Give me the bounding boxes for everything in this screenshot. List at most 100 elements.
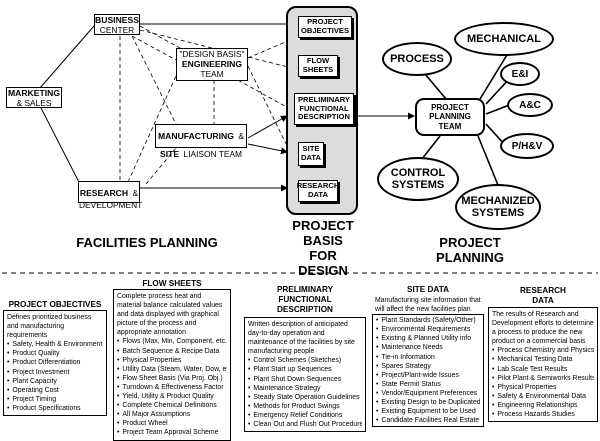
site-data-heading: SITE DATA (407, 285, 449, 294)
list-item: Existing & Planned Utility info (376, 334, 480, 343)
list-item: Process Chemistry and Physics (492, 346, 594, 355)
flow-sheets-item: FLOW SHEETS (298, 55, 338, 77)
design-basis-label: "DESIGN BASIS" (179, 49, 245, 59)
site-data-column: SITE DATA Manufacturing site information… (372, 285, 484, 428)
project-planning-title: PROJECT PLANNING (436, 235, 504, 265)
list-item: Control Schemes (Sketches) (248, 356, 362, 365)
flow-sheets-column: FLOW SHEETS Complete process heat and ma… (113, 279, 231, 441)
site-label: SITE (159, 149, 180, 160)
ei-node: E&I (500, 62, 540, 86)
facilities-planning-title: FACILITIES PLANNING (76, 235, 218, 250)
list-item: Pilot Plant & Semiworks Results (492, 374, 594, 383)
research-data-column: RESEARCH DATA The results of Research an… (488, 286, 598, 423)
marketing-label: MARKETING (7, 88, 61, 98)
project-objectives-description: Defines prioritized business and manufac… (7, 314, 92, 340)
flow-sheets-detail: Complete process heat and material balan… (113, 289, 231, 441)
research-label: RESEARCH (79, 188, 129, 198)
list-item: Flow Sheet Basis (Via Proj. Obj.) (117, 374, 227, 383)
amp-label: & (238, 131, 244, 141)
list-item: Clean Out and Flush Out Procedures (248, 420, 362, 429)
research-development-box: RESEARCH & DEVELOPMENT (78, 181, 142, 210)
functional-description-column: PRELIMINARY FUNCTIONAL DESCRIPTION Writt… (244, 285, 366, 433)
list-item: Safety & Environmental Data (492, 392, 594, 401)
list-item: Plant Standards (Safety/Other) (376, 316, 480, 325)
list-item: Process Hazards Studies (492, 410, 594, 419)
list-item: Environmental Requirements (376, 325, 480, 334)
list-item: Turndown & Effectiveness Factor (117, 383, 227, 392)
project-objectives-heading: PROJECT OBJECTIVES (8, 300, 102, 309)
list-item: Physical Properties (492, 383, 594, 392)
list-item: Plant Start up Sequences (248, 365, 362, 374)
list-item: Engineering Relationships (492, 401, 594, 410)
list-item: Tie-in Information (376, 353, 480, 362)
project-objectives-column: PROJECT OBJECTIVES Defines prioritized b… (3, 300, 107, 417)
research-data-detail: The results of Research and Development … (488, 307, 598, 423)
functional-description-text: Written description of anticipated day-t… (248, 321, 355, 356)
list-item: Lab Scale Test Results (492, 365, 594, 374)
list-item: Project Investment (7, 368, 103, 377)
phv-node: P/H&V (500, 133, 554, 159)
engineering-team-box: "DESIGN BASIS" ENGINEERING TEAM (176, 48, 248, 81)
functional-description-detail: Written description of anticipated day-t… (244, 317, 366, 433)
list-item: Candidate Facilities Real Estate (376, 416, 480, 425)
list-item: Emergency Relief Conditions (248, 411, 362, 420)
list-item: Steady State Operation Guidelines (248, 393, 362, 402)
liaison-team-label: LIAISON TEAM (183, 149, 243, 160)
list-item: Batch Sequence & Recipe Data (117, 347, 227, 356)
team-label: TEAM (200, 68, 224, 79)
research-data-heading: RESEARCH DATA (520, 286, 566, 305)
list-item: Methods for Product Swings (248, 402, 362, 411)
development-label: DEVELOPMENT (79, 200, 143, 211)
research-amp-label: & (132, 188, 139, 198)
business-label: BUSINESS (95, 15, 139, 25)
list-item: Physical Properties (117, 356, 227, 365)
project-objectives-item: PROJECT OBJECTIVES (298, 16, 352, 38)
project-objectives-detail: Defines prioritized business and manufac… (3, 310, 107, 417)
list-item: Product Specifications (7, 404, 103, 413)
manufacturing-label: MANUFACTURING (158, 131, 234, 141)
functional-description-heading: PRELIMINARY FUNCTIONAL DESCRIPTION (276, 285, 334, 314)
list-item: Project Team Approval Scheme (117, 428, 227, 437)
site-data-description: Manufacturing site information that will… (375, 297, 481, 314)
list-item: Maintenance Strategy (248, 384, 362, 393)
site-data-detail: Manufacturing site information that will… (372, 296, 484, 428)
list-item: Maintenance Needs (376, 343, 480, 352)
list-item: Flows (Max, Min, Component, etc.) (117, 337, 227, 346)
site-data-item: SITE DATA (298, 142, 324, 166)
sales-label: & SALES (16, 97, 52, 108)
list-item: Plant Capacity (7, 377, 103, 386)
project-planning-team-box: PROJECT PLANNING TEAM (415, 98, 485, 136)
preliminary-functional-description-item: PRELIMINARY FUNCTIONAL DESCRIPTION (294, 93, 354, 125)
engineering-label: ENGINEERING (181, 58, 243, 69)
control-systems-node: CONTROL SYSTEMS (377, 157, 459, 201)
list-item: State Permit Status (376, 380, 480, 389)
list-item: Operating Cost (7, 386, 103, 395)
list-item: Project Timing (7, 395, 103, 404)
list-item: Existing Design to be Duplicated (376, 398, 480, 407)
marketing-sales-box: MARKETING & SALES (6, 87, 62, 108)
business-center-box: BUSINESS CENTER (94, 14, 140, 35)
list-item: Product Quality (7, 349, 103, 358)
list-item: Plant Shut Down Sequences (248, 375, 362, 384)
center-label: CENTER (99, 24, 135, 35)
flow-sheets-heading: FLOW SHEETS (142, 279, 202, 288)
list-item: Spares Strategy (376, 362, 480, 371)
research-data-item: RESEARCH DATA (297, 180, 339, 202)
manufacturing-site-box: MANUFACTURING & SITE LIAISON TEAM (155, 124, 247, 159)
process-node: PROCESS (382, 42, 452, 76)
list-item: Utility Data (Steam, Water, Dow, etc.) (117, 365, 227, 374)
list-item: Vendor/Equipment Preferences (376, 389, 480, 398)
flow-sheets-description: Complete process heat and material balan… (117, 293, 223, 337)
project-basis-title: PROJECT BASIS FOR DESIGN (292, 218, 354, 278)
research-data-description: The results of Research and Development … (492, 311, 594, 346)
list-item: Safety, Health & Environment (7, 340, 103, 349)
list-item: Existing Equipment to be Used (376, 407, 480, 416)
list-item: Product Wheel (117, 419, 227, 428)
list-item: Yield, Utility & Product Quality (117, 392, 227, 401)
list-item: Product Differentiation (7, 358, 103, 367)
list-item: Project/Plant-wide Issues (376, 371, 480, 380)
mechanical-node: MECHANICAL (454, 22, 554, 56)
ac-node: A&C (507, 93, 553, 117)
list-item: Complete Chemical Definitions (117, 401, 227, 410)
list-item: Mechanical Testing Data (492, 355, 594, 364)
